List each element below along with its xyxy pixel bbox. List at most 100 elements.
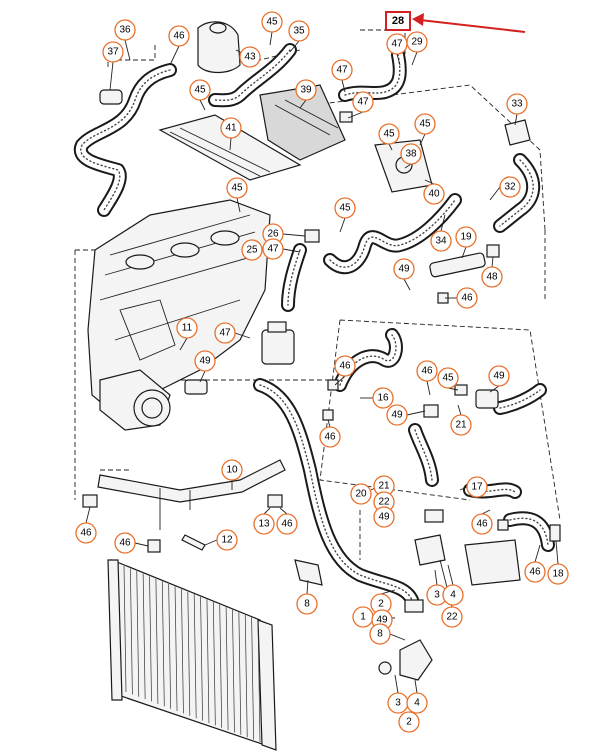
- svg-text:49: 49: [398, 264, 410, 275]
- callout-45: 45: [378, 123, 400, 145]
- callout-12: 12: [216, 529, 238, 551]
- leader-line: [124, 39, 131, 61]
- svg-text:11: 11: [182, 323, 193, 334]
- svg-text:3: 3: [434, 590, 440, 601]
- callout-8: 8: [369, 623, 391, 645]
- callout-46: 46: [471, 513, 493, 535]
- callout-49: 49: [488, 365, 510, 387]
- svg-text:22: 22: [446, 612, 458, 623]
- svg-text:46: 46: [324, 432, 336, 443]
- leader-line: [555, 540, 559, 565]
- callout-40: 40: [423, 183, 445, 205]
- svg-text:2: 2: [378, 599, 384, 610]
- svg-text:46: 46: [339, 361, 351, 372]
- svg-text:45: 45: [339, 203, 351, 214]
- svg-text:47: 47: [357, 97, 369, 108]
- leader-line: [229, 137, 232, 151]
- leader-line: [306, 579, 309, 595]
- svg-text:19: 19: [460, 232, 472, 243]
- callout-46: 46: [319, 426, 341, 448]
- radiator-fin: [225, 607, 229, 731]
- svg-text:49: 49: [199, 356, 211, 367]
- svg-text:47: 47: [391, 39, 403, 50]
- svg-text:3: 3: [395, 698, 401, 709]
- highlight-label: 28: [392, 15, 404, 27]
- leader-line: [389, 633, 406, 641]
- callout-48: 48: [481, 266, 503, 288]
- radiator-fin: [206, 599, 210, 723]
- svg-text:20: 20: [355, 489, 367, 500]
- highlighted-part-callout: 28: [385, 11, 526, 33]
- svg-text:29: 29: [411, 37, 423, 48]
- leader-line: [299, 99, 307, 109]
- callout-45: 45: [226, 177, 248, 199]
- callout-45: 45: [334, 197, 356, 219]
- svg-text:38: 38: [405, 149, 417, 160]
- leader-line: [394, 674, 399, 694]
- leader-line: [282, 233, 306, 237]
- hoses: [73, 43, 555, 607]
- callout-45: 45: [437, 367, 459, 389]
- svg-text:32: 32: [504, 182, 516, 193]
- leader-line: [204, 539, 218, 546]
- leader-line: [489, 385, 500, 393]
- leader-line: [169, 45, 180, 66]
- callout-18: 18: [547, 563, 569, 585]
- svg-text:12: 12: [221, 535, 233, 546]
- svg-text:34: 34: [435, 236, 447, 247]
- svg-text:36: 36: [119, 25, 131, 36]
- radiator-fin: [161, 581, 165, 707]
- callout-46: 46: [114, 532, 136, 554]
- callout-45: 45: [414, 113, 436, 135]
- svg-text:45: 45: [231, 183, 243, 194]
- red-arrow: [419, 19, 526, 33]
- callout-4: 4: [442, 584, 464, 606]
- callout-46: 46: [524, 561, 546, 583]
- svg-text:48: 48: [486, 272, 498, 283]
- svg-text:46: 46: [476, 519, 488, 530]
- callout-46: 46: [416, 360, 438, 382]
- callout-2: 2: [398, 711, 420, 733]
- callout-46: 46: [456, 287, 478, 309]
- radiator-fin: [212, 601, 216, 726]
- callout-22: 22: [441, 606, 463, 628]
- callout-46: 46: [75, 522, 97, 544]
- leader-line: [426, 380, 431, 396]
- leader-line: [461, 246, 467, 259]
- callout-45: 45: [261, 11, 283, 33]
- svg-text:2: 2: [406, 717, 412, 728]
- svg-text:1: 1: [360, 612, 366, 623]
- leader-line: [282, 248, 301, 253]
- callout-25: 25: [241, 239, 263, 261]
- svg-text:45: 45: [194, 85, 206, 96]
- radiator-fin: [238, 612, 242, 735]
- svg-text:35: 35: [293, 26, 305, 37]
- callout-46: 46: [168, 25, 190, 47]
- svg-text:46: 46: [421, 366, 433, 377]
- leader-line: [179, 337, 188, 351]
- leader-line: [489, 186, 501, 201]
- radiator-fin: [174, 586, 178, 712]
- callout-1: 1: [352, 606, 374, 628]
- callout-16: 16: [372, 387, 394, 409]
- callout-32: 32: [499, 176, 521, 198]
- svg-text:16: 16: [377, 393, 389, 404]
- callout-49: 49: [373, 506, 395, 528]
- radiator-fin: [123, 565, 127, 693]
- svg-text:46: 46: [119, 538, 131, 549]
- callout-49: 49: [393, 258, 415, 280]
- svg-text:43: 43: [244, 52, 256, 63]
- callout-45: 45: [189, 79, 211, 101]
- callout-11: 11: [176, 317, 198, 339]
- svg-text:26: 26: [267, 229, 279, 240]
- svg-text:39: 39: [300, 85, 312, 96]
- leader-line: [289, 40, 300, 53]
- svg-text:46: 46: [281, 519, 293, 530]
- callout-4: 4: [406, 692, 428, 714]
- callout-46: 46: [276, 513, 298, 535]
- leader-line: [236, 197, 241, 213]
- red-arrow-head: [412, 13, 424, 26]
- callout-21: 21: [373, 475, 395, 497]
- callout-39: 39: [295, 79, 317, 101]
- svg-text:25: 25: [246, 245, 258, 256]
